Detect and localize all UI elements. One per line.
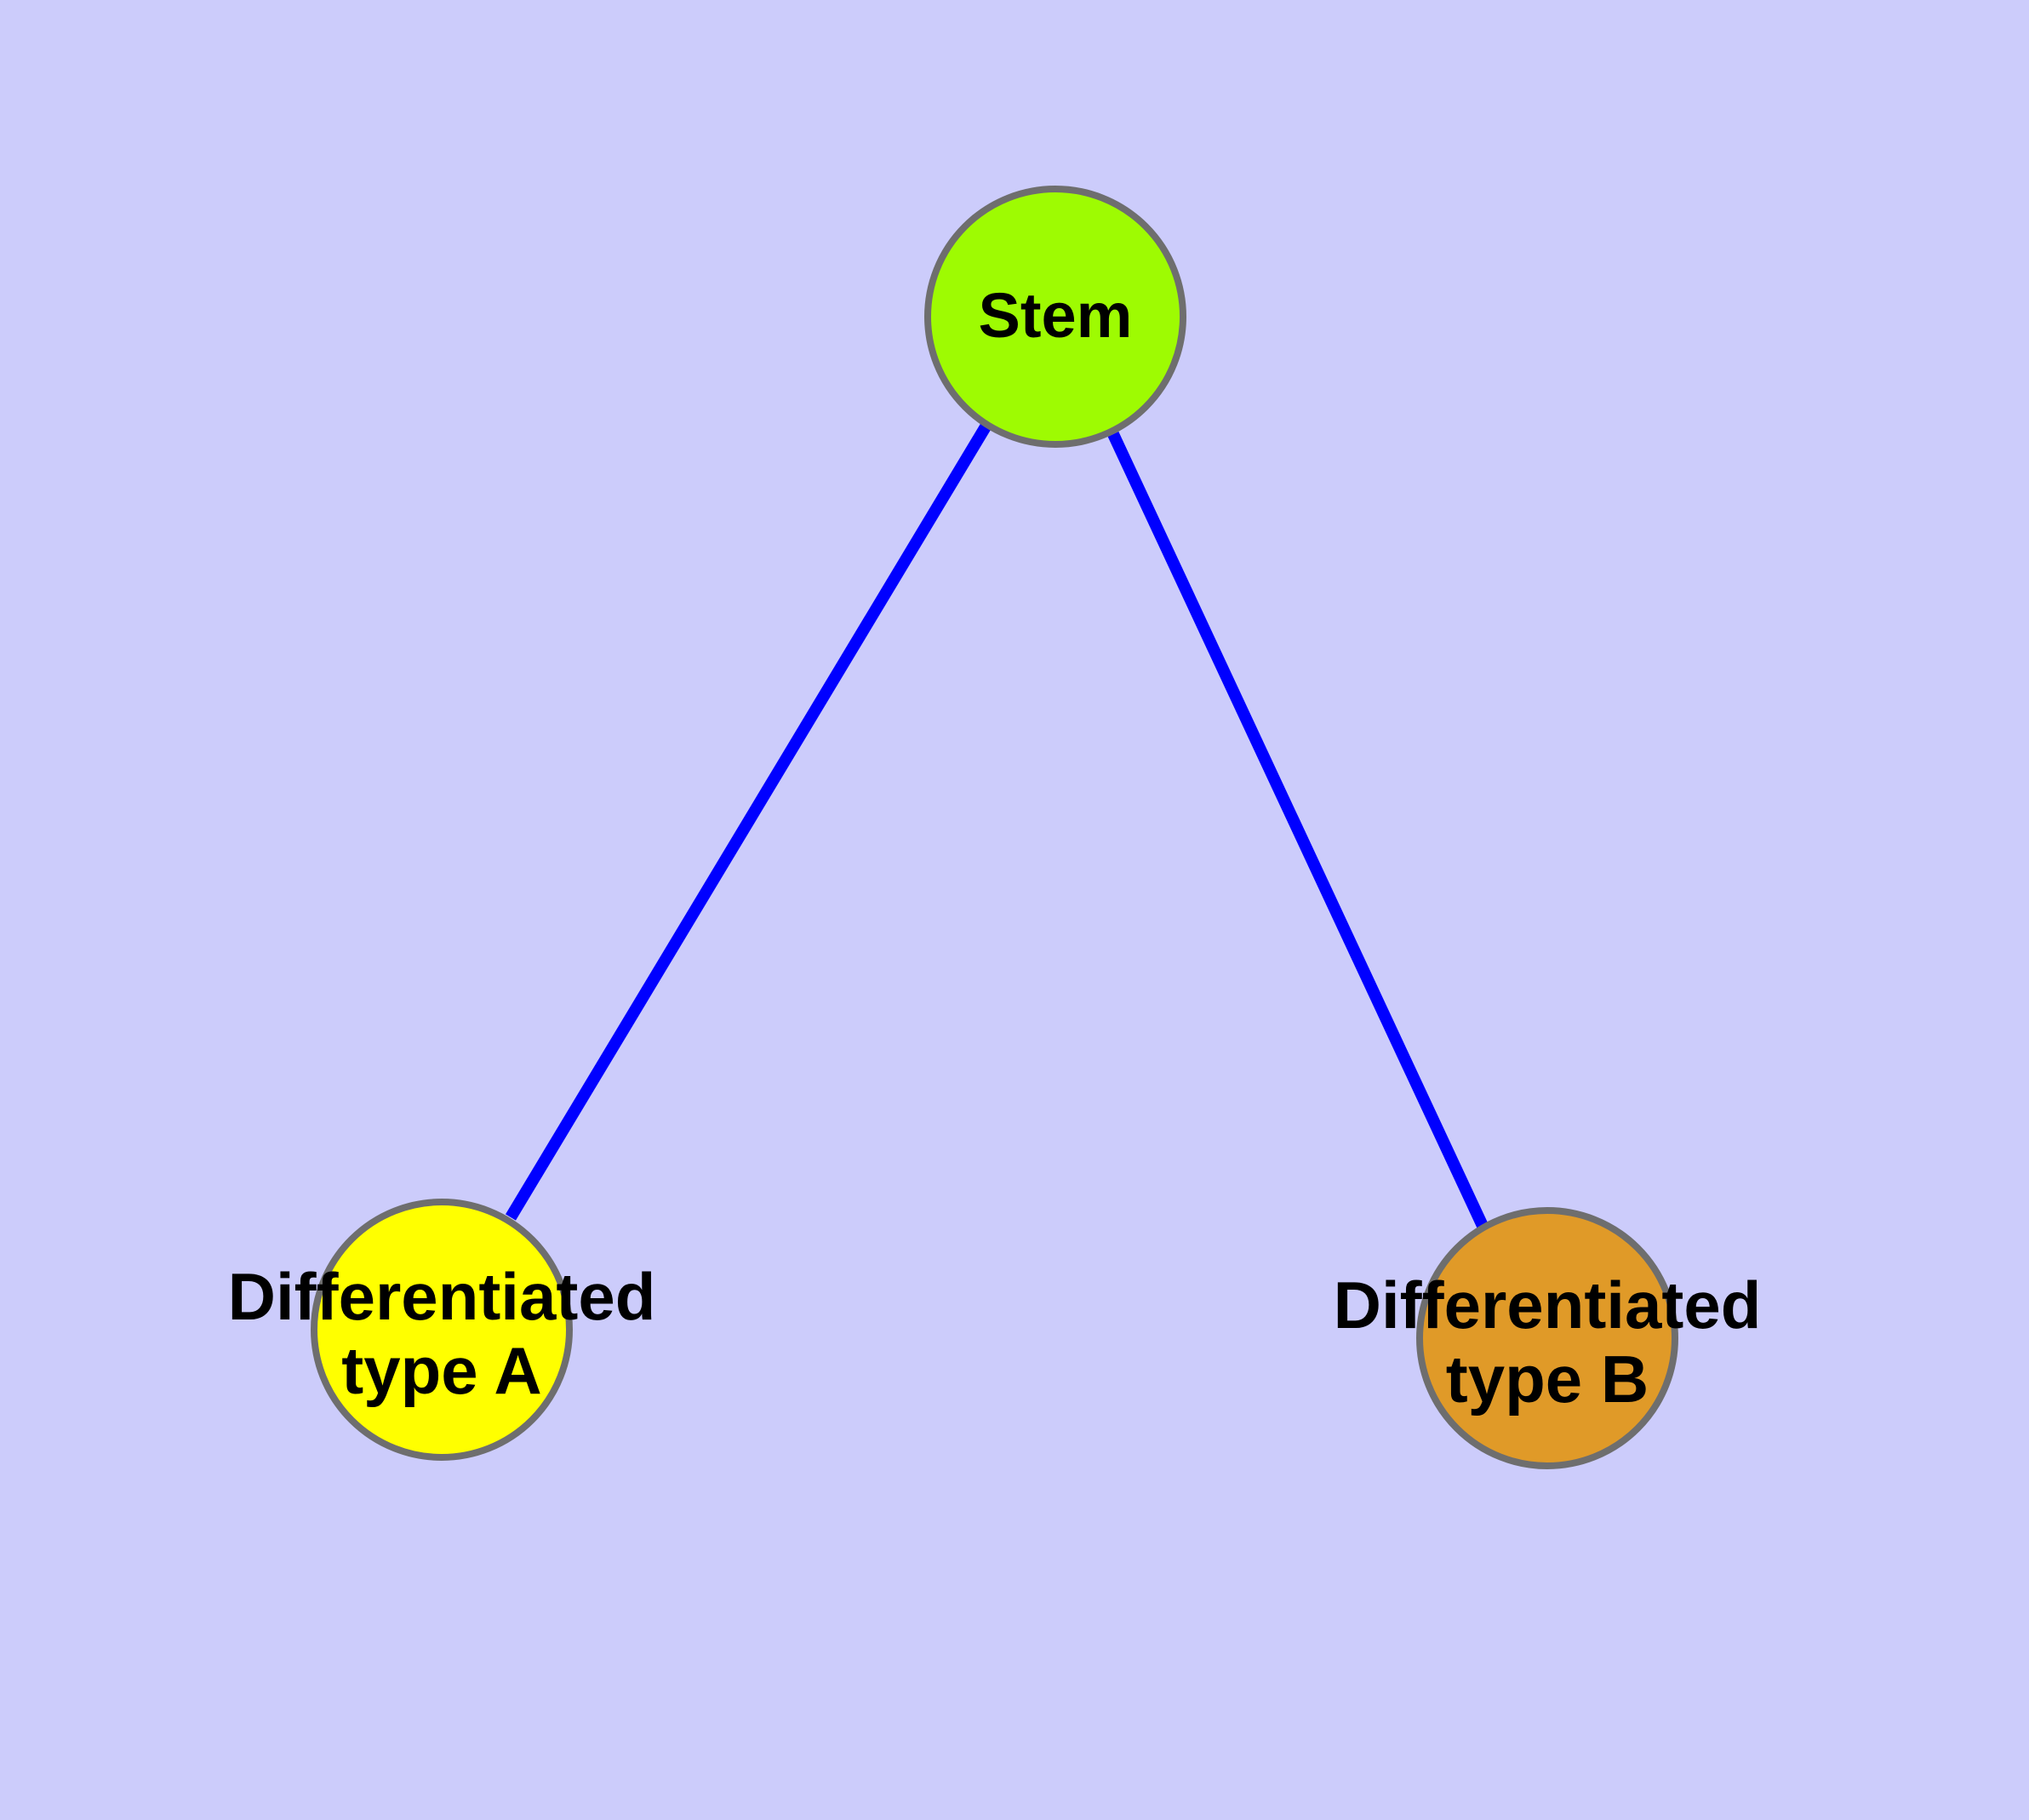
edge-stem-to-type-b[interactable] <box>1107 432 1489 1228</box>
edge-stem-to-type-a[interactable] <box>505 421 993 1221</box>
node-diff-type-b[interactable] <box>1416 1207 1678 1469</box>
node-diff-type-a[interactable] <box>311 1199 573 1461</box>
edge-layer <box>505 421 1489 1228</box>
node-stem[interactable] <box>924 186 1186 448</box>
node-layer <box>311 186 1678 1469</box>
